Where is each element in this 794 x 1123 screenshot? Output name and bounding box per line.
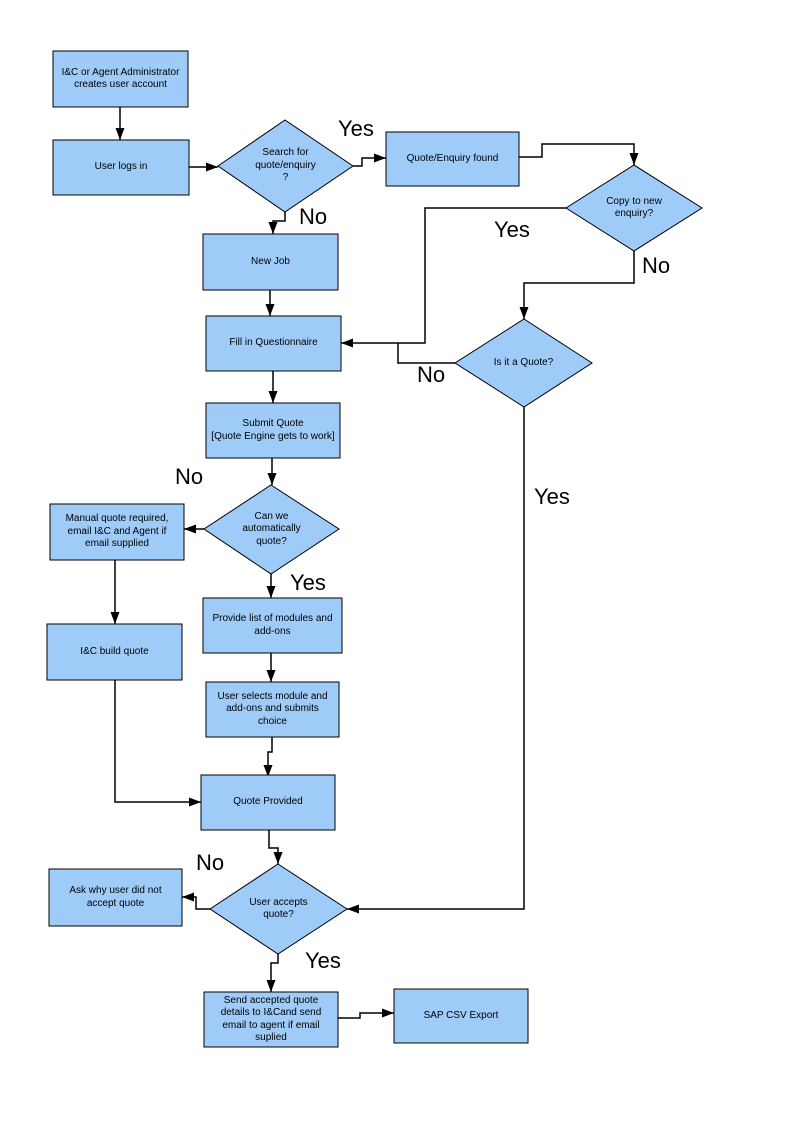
branch-label-canauto-no: No: [175, 464, 204, 489]
connector-search-no-to-newjob: [268, 212, 286, 234]
nodes: [46, 50, 703, 1048]
connector-found-to-copy: [519, 143, 639, 165]
connector-isquote-yes-to-accepts: [347, 407, 525, 914]
connector-copy-yes-to-fillq: [341, 207, 566, 348]
connector-copy-no-to-isquote: [519, 251, 635, 319]
connector-search-yes-to-found: [353, 153, 386, 167]
process-quote-found-shape: [385, 131, 520, 187]
decision-copy-new-enquiry-shape: [565, 164, 703, 252]
decision-user-accepts-shape: [209, 863, 348, 955]
process-user-selects-shape: [205, 681, 340, 738]
connector-send-to-sap: [338, 1008, 394, 1019]
process-manual-quote-shape: [49, 503, 185, 561]
branch-label-copy-yes: Yes: [494, 217, 530, 242]
decision-search-quote-shape: [217, 119, 354, 213]
branch-label-search-no: No: [299, 204, 328, 229]
process-ic-build-quote-shape: [46, 623, 183, 681]
process-submit-quote-shape: [205, 402, 341, 459]
connectors: [110, 107, 639, 1019]
connector-accepts-no-to-askwhy: [182, 892, 210, 910]
branch-label-isquote-yes: Yes: [534, 484, 570, 509]
branch-label-accepts-no: No: [196, 850, 225, 875]
branch-label-search-yes: Yes: [338, 116, 374, 141]
process-create-account-shape: [52, 50, 189, 108]
process-user-logs-in-shape: [52, 139, 190, 196]
branch-label-isquote-no: No: [417, 362, 446, 387]
decision-is-it-quote-shape: [454, 318, 593, 408]
branch-label-canauto-yes: Yes: [290, 570, 326, 595]
decision-can-auto-quote-shape: [203, 484, 340, 575]
connector-isquote-no-to-fillq: [397, 343, 455, 364]
connector-accepts-yes-to-send: [266, 954, 279, 992]
branch-label-accepts-yes: Yes: [305, 948, 341, 973]
process-sap-csv-shape: [393, 988, 529, 1044]
process-ask-why-shape: [48, 868, 183, 927]
connector-icbuild-to-provided: [114, 680, 201, 807]
branch-label-copy-no: No: [642, 253, 671, 278]
process-send-accepted-shape: [203, 991, 339, 1048]
connector-selects-to-provided: [263, 737, 273, 777]
process-quote-provided-shape: [200, 774, 336, 831]
process-provide-modules-shape: [202, 597, 343, 654]
connector-provided-to-accepts: [268, 830, 283, 864]
process-new-job-shape: [202, 233, 339, 291]
process-fill-questionnaire-shape: [205, 315, 342, 372]
